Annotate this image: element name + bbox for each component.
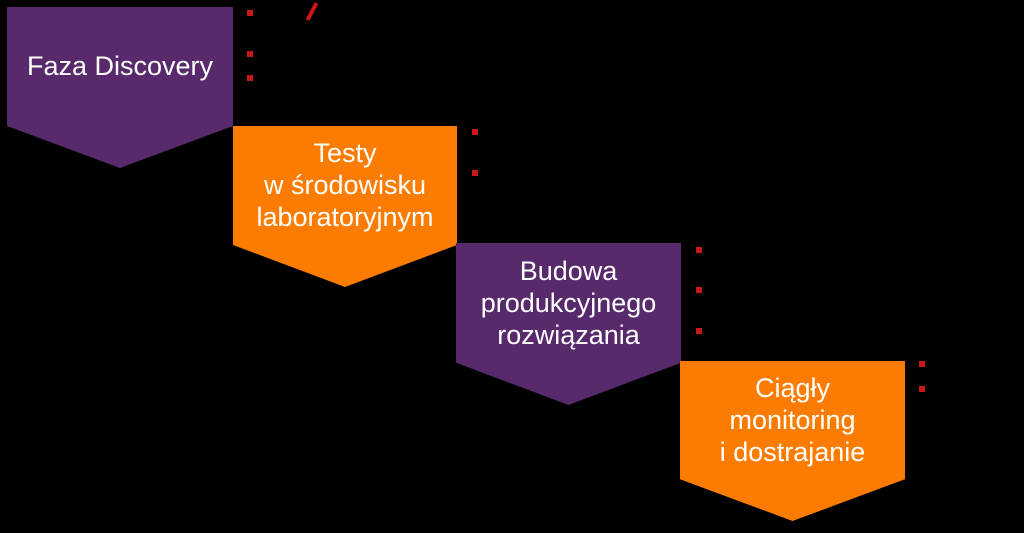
bullet-marker-icon <box>696 328 702 334</box>
step-label: Faza Discovery <box>7 7 233 126</box>
step-label-line: w środowisku <box>263 170 427 201</box>
step-banner-ciagly-monitoring: Ciągły monitoring i dostrajanie <box>680 361 905 521</box>
step-label: Testy w środowisku laboratoryjnym <box>233 126 457 245</box>
step-banner-testy-laboratoryjne: Testy w środowisku laboratoryjnym <box>233 126 457 287</box>
step-label: Ciągły monitoring i dostrajanie <box>680 361 905 479</box>
bullet-marker-icon <box>696 247 702 253</box>
bullet-marker-icon <box>247 75 253 81</box>
step-label-line: Ciągły <box>754 373 831 404</box>
step-label-line: produkcyjnego <box>480 287 657 318</box>
step-label-line: i dostrajanie <box>719 437 866 468</box>
step-label-line: Budowa <box>519 255 618 286</box>
step-label-line: monitoring <box>729 405 856 436</box>
step-label-line: Faza Discovery <box>26 51 214 82</box>
bullet-marker-icon <box>472 170 478 176</box>
bullet-marker-icon <box>919 386 925 392</box>
step-label: Budowa produkcyjnego rozwiązania <box>456 243 681 363</box>
bullet-marker-icon <box>247 10 253 16</box>
bullet-marker-icon <box>696 287 702 293</box>
step-label-line: laboratoryjnym <box>256 202 434 233</box>
red-slash-icon <box>305 2 319 21</box>
step-label-line: Testy <box>313 138 377 169</box>
bullet-marker-icon <box>472 129 478 135</box>
step-label-line: rozwiązania <box>497 319 640 350</box>
bullet-marker-icon <box>247 51 253 57</box>
bullet-marker-icon <box>919 361 925 367</box>
step-banner-faza-discovery: Faza Discovery <box>7 7 233 168</box>
step-banner-budowa-rozwiazania: Budowa produkcyjnego rozwiązania <box>456 243 681 405</box>
